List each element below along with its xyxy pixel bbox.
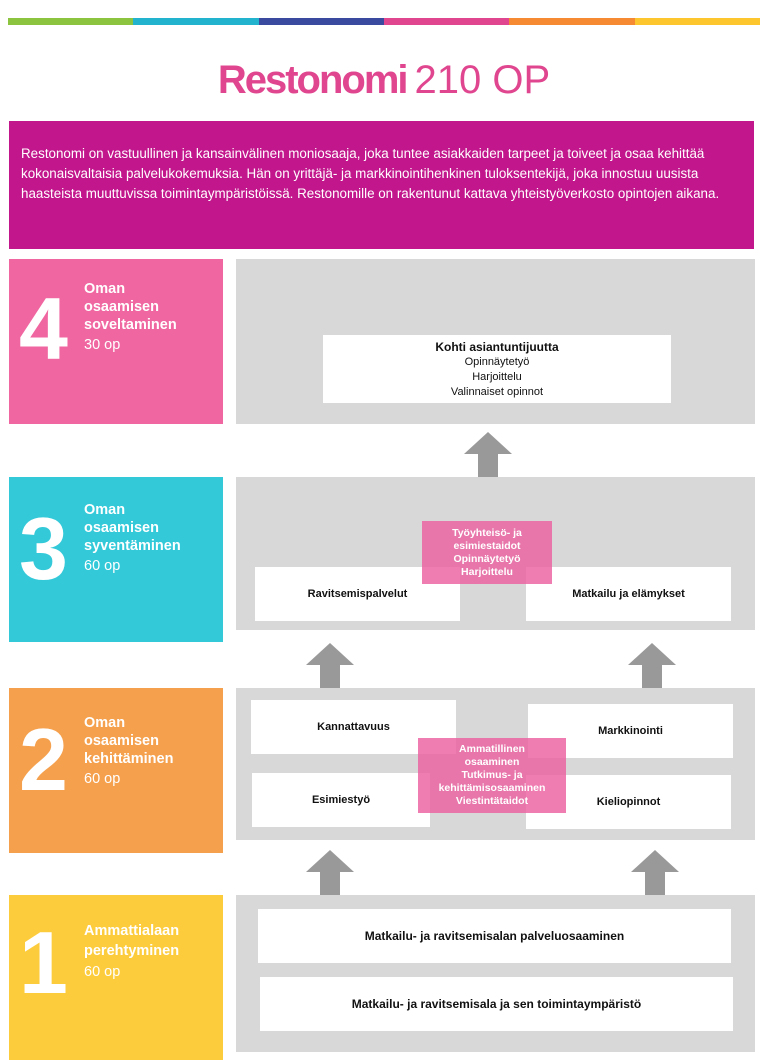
stripe-yellow bbox=[634, 18, 760, 25]
overlay-line: esimiestaidot bbox=[453, 539, 521, 552]
arrow-up-icon bbox=[306, 643, 354, 688]
overlay-line: Ammatillinen bbox=[459, 743, 525, 755]
expertise-item: Opinnäytetyö bbox=[464, 356, 530, 368]
overlay-line: Viestintätaidot bbox=[455, 795, 529, 807]
expertise-box: Kohti asiantuntijuutta Opinnäytetyö Harj… bbox=[323, 335, 671, 403]
overlay-line: Opinnäytetyö bbox=[453, 552, 521, 565]
course-box-toimintaymparisto: Matkailu- ja ravitsemisala ja sen toimin… bbox=[260, 977, 733, 1031]
level-name-line1: Oman bbox=[84, 502, 126, 518]
level-4-box: 4 Oman osaamisen soveltaminen 30 op bbox=[9, 259, 223, 424]
level-name-line1: Oman bbox=[84, 281, 126, 297]
level-1-box: 1 Ammattialaan perehtyminen 60 op bbox=[9, 895, 223, 1060]
level-name-line3: soveltaminen bbox=[84, 317, 177, 333]
level-name-line3: kehittäminen bbox=[84, 751, 174, 767]
level-name-line2: osaamisen bbox=[84, 299, 159, 315]
course-box-esimiestyo: Esimiestyö bbox=[252, 773, 430, 827]
course-box-markkinointi: Markkinointi bbox=[528, 704, 733, 758]
level-credits: 60 op bbox=[84, 771, 121, 787]
overlay-skills-box: Työyhteisö- ja esimiestaidot Opinnäytety… bbox=[422, 521, 552, 584]
arrow-up-icon bbox=[631, 850, 679, 895]
level-number: 2 bbox=[19, 710, 68, 809]
course-box-palveluosaaminen: Matkailu- ja ravitsemisalan palveluosaam… bbox=[258, 909, 731, 963]
level-name-line1: Ammattialaan bbox=[84, 923, 180, 939]
title-main: Restonomi bbox=[217, 58, 409, 102]
arrow-up-icon bbox=[306, 850, 354, 895]
level-credits: 30 op bbox=[84, 337, 121, 353]
stripe-cyan bbox=[133, 18, 259, 25]
overlay-line: Työyhteisö- ja bbox=[452, 526, 522, 539]
overlay-line: Tutkimus- ja bbox=[461, 769, 523, 781]
intro-text: Restonomi on vastuullinen ja kansainväli… bbox=[9, 121, 754, 249]
arrow-up-icon bbox=[464, 432, 512, 477]
expertise-item: Valinnaiset opinnot bbox=[450, 386, 544, 398]
level-2-box: 2 Oman osaamisen kehittäminen 60 op bbox=[9, 688, 223, 853]
level-name-line3: syventäminen bbox=[84, 538, 181, 554]
overlay-skills-box: Ammatillinen osaaminen Tutkimus- ja kehi… bbox=[418, 738, 566, 813]
level-name-line2: osaamisen bbox=[84, 733, 159, 749]
color-stripe bbox=[8, 18, 760, 25]
arrow-up-icon bbox=[628, 643, 676, 688]
stripe-orange bbox=[509, 18, 635, 25]
stripe-magenta bbox=[383, 18, 510, 25]
level-credits: 60 op bbox=[84, 964, 121, 980]
overlay-line: Harjoittelu bbox=[461, 565, 513, 578]
level-name-line1: Oman bbox=[84, 715, 126, 731]
level-name-line2: osaamisen bbox=[84, 520, 159, 536]
expertise-heading: Kohti asiantuntijuutta bbox=[435, 340, 559, 354]
level-credits: 60 op bbox=[84, 558, 121, 574]
stripe-purple bbox=[258, 18, 384, 25]
level-number: 1 bbox=[19, 913, 68, 1012]
level-3-box: 3 Oman osaamisen syventäminen 60 op bbox=[9, 477, 223, 642]
expertise-item: Harjoittelu bbox=[472, 371, 522, 383]
overlay-line: kehittämisosaaminen bbox=[438, 782, 546, 794]
title-credits: 210 OP bbox=[414, 58, 551, 102]
course-box-matkailu: Matkailu ja elämykset bbox=[526, 567, 731, 621]
level-number: 3 bbox=[19, 499, 68, 598]
level-number: 4 bbox=[19, 279, 68, 378]
stripe-green bbox=[8, 18, 134, 25]
level-name-line2: perehtyminen bbox=[84, 943, 180, 959]
overlay-line: osaaminen bbox=[464, 756, 520, 768]
